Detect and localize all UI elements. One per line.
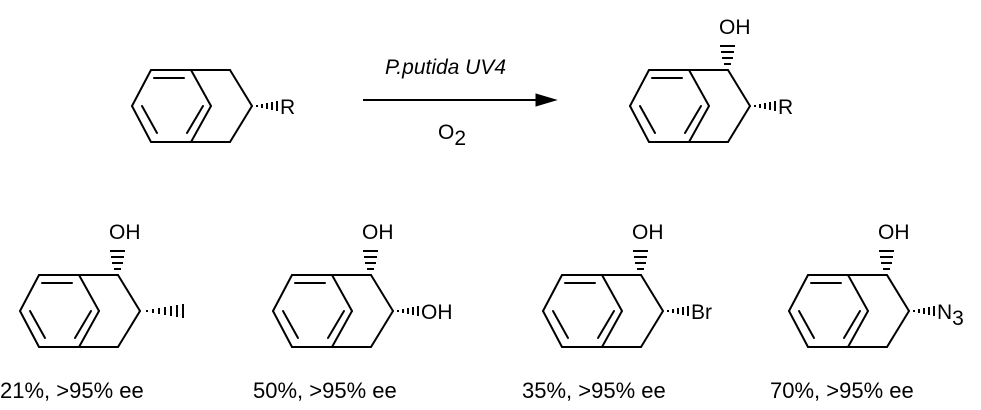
cyclopentane-ring: [688, 69, 751, 143]
cyclopentane-ring: [847, 274, 910, 348]
hashed-wedge-bond: [754, 101, 776, 111]
reaction-arrow: [363, 93, 558, 107]
hydroxyl-label: OH: [632, 221, 664, 244]
hydroxyl-hashed-bond: [720, 45, 735, 65]
cyclopentane-ring: [331, 274, 394, 348]
reagent-label: P.putida UV4: [385, 56, 506, 79]
product-4-azido: OH N3: [788, 221, 964, 348]
hashed-wedge-bond: [667, 306, 689, 316]
oxygen-symbol: O: [438, 121, 454, 144]
benzene-ring: [131, 69, 212, 143]
hashed-wedge-bond: [256, 101, 278, 111]
hydroxyl-label: OH: [109, 221, 141, 244]
substituent-label: N3: [937, 301, 964, 330]
substituent-label: R: [280, 96, 295, 119]
hashed-wedge-bond: [913, 306, 935, 316]
benzene-ring: [272, 274, 353, 348]
benzene-ring: [629, 69, 710, 143]
condition-label: O2: [438, 121, 466, 150]
hydroxyl-label: OH: [878, 221, 910, 244]
product-1-methyl: OH: [19, 221, 184, 348]
hydroxyl-hashed-bond: [363, 250, 378, 270]
cyclopentane-ring: [190, 69, 253, 143]
azide-symbol: N: [937, 301, 952, 324]
benzene-ring: [788, 274, 869, 348]
product-1-yield: 21%, >95% ee: [0, 378, 144, 403]
hydroxyl-hashed-bond: [633, 250, 648, 270]
substituent-label: Br: [691, 301, 712, 324]
substituent-label: R: [778, 96, 793, 119]
substituent-label: OH: [421, 301, 453, 324]
product-indanol: OH R: [629, 16, 793, 143]
hydroxyl-label: OH: [719, 16, 751, 39]
product-3-bromo: OH Br: [542, 221, 712, 348]
hydroxyl-hashed-bond: [879, 250, 894, 270]
cyclopentane-ring: [78, 274, 141, 348]
starting-material-indane: R: [131, 69, 295, 143]
methyl-hashed-bond: [146, 304, 184, 318]
product-2-diol: OH OH: [272, 221, 453, 348]
product-3-yield: 35%, >95% ee: [522, 378, 666, 403]
hydroxyl-hashed-bond: [110, 250, 125, 270]
cyclopentane-ring: [601, 274, 664, 348]
oxygen-subscript: 2: [454, 127, 466, 150]
hydroxyl-label: OH: [362, 221, 394, 244]
product-4-yield: 70%, >95% ee: [770, 378, 914, 403]
benzene-ring: [542, 274, 623, 348]
benzene-ring: [19, 274, 100, 348]
product-2-yield: 50%, >95% ee: [253, 378, 397, 403]
hashed-wedge-bond: [397, 306, 419, 316]
azide-subscript: 3: [952, 307, 964, 330]
